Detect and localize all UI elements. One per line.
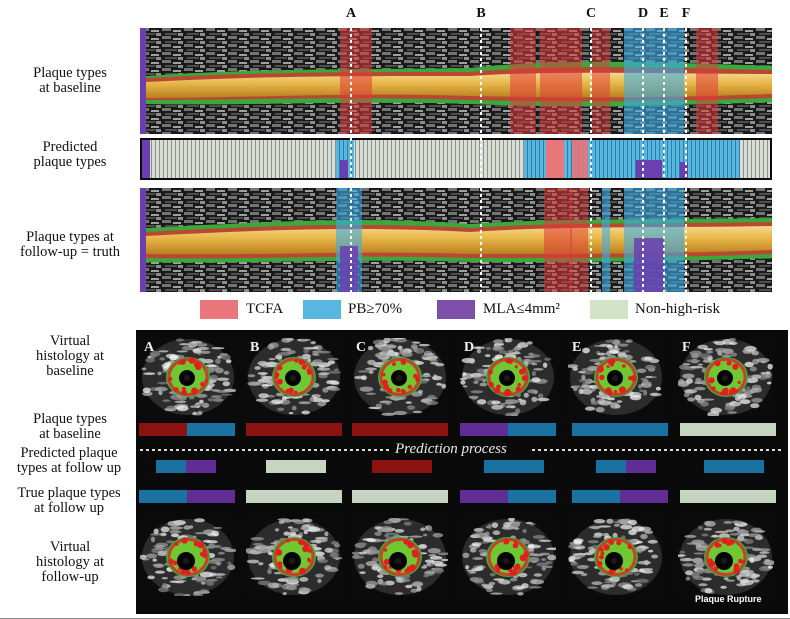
legend-nonhigh-swatch — [590, 300, 628, 319]
ivus-followup-image — [140, 518, 236, 596]
prediction-process-label: Prediction process — [395, 441, 507, 457]
label-pred-followup: Predicted plaque types at follow up — [2, 446, 136, 476]
label-line: baseline — [46, 363, 94, 379]
label-line: Predicted — [42, 139, 98, 155]
label-vh-followup: Virtual histology at follow-up — [8, 540, 132, 585]
ivus-baseline-image: B — [246, 338, 342, 416]
followup-longitudinal-image — [140, 188, 772, 292]
plaque-type-bar-pb — [187, 423, 235, 436]
plaque-type-bar-non-high-risk — [266, 460, 326, 473]
marker-letter-d: D — [637, 6, 649, 21]
label-predicted-plaque-types: Predicted plaque types — [5, 140, 135, 170]
label-line: Virtual — [49, 539, 91, 555]
label-line: at baseline — [39, 426, 101, 442]
plaque-type-bar-pb — [156, 460, 186, 473]
legend-mla-label: MLA≤4mm² — [483, 301, 560, 317]
plaque-type-bar-tcfa — [246, 423, 342, 436]
plaque-rupture-label: Plaque Rupture — [695, 594, 762, 604]
plaque-type-bar-non-high-risk — [246, 490, 342, 503]
ivus-followup-image — [246, 518, 342, 596]
marker-letter-b: B — [476, 6, 486, 21]
plaque-type-bar-mla — [187, 490, 235, 503]
baseline-longitudinal-svg — [140, 28, 772, 134]
ivus-followup-image — [678, 518, 774, 596]
label-line: Virtual — [49, 333, 91, 349]
legend-nonhigh-label: Non-high-risk — [635, 301, 720, 317]
label-line: at follow up — [33, 500, 105, 516]
label-line: Plaque types at — [26, 229, 114, 245]
plaque-type-bar-tcfa — [372, 460, 432, 473]
plaque-type-bar-pb — [572, 490, 620, 503]
marker-letter-f: F — [681, 6, 691, 21]
ivus-letter: F — [682, 340, 691, 355]
label-vh-baseline: Virtual histology at baseline — [8, 334, 132, 379]
label-line: follow-up = truth — [20, 244, 120, 260]
plaque-type-bar-mla — [460, 490, 508, 503]
plaque-type-bar-mla — [626, 460, 656, 473]
ivus-baseline-image: D — [460, 338, 556, 416]
predicted-plaque-strip — [140, 138, 772, 180]
plaque-type-bar-non-high-risk — [680, 490, 776, 503]
plaque-type-bar-pb — [484, 460, 544, 473]
plaque-type-bar-mla — [620, 490, 668, 503]
plaque-type-bar-non-high-risk — [680, 423, 776, 436]
label-line: follow-up — [41, 569, 99, 585]
plaque-type-bar-pb — [596, 460, 626, 473]
label-plaque-types-baseline: Plaque types at baseline — [5, 66, 135, 96]
ivus-baseline-image: E — [568, 338, 664, 416]
ivus-followup-image — [460, 518, 556, 596]
label-line: types at follow up — [16, 460, 122, 476]
label-line: Predicted plaque — [20, 445, 118, 461]
plaque-type-bar-tcfa — [352, 423, 448, 436]
plaque-type-bar-mla — [460, 423, 508, 436]
plaque-type-bar-pb — [139, 490, 187, 503]
predicted-strip-svg — [140, 138, 772, 180]
label-pt-baseline: Plaque types at baseline — [8, 412, 132, 442]
ivus-baseline-image: A — [140, 338, 236, 416]
label-line: histology at — [35, 554, 105, 570]
plaque-type-bar-pb — [508, 490, 556, 503]
marker-letter-a: A — [345, 6, 357, 21]
label-line: True plaque types — [17, 485, 121, 501]
plaque-type-bar-mla — [186, 460, 216, 473]
label-line: Plaque types — [33, 65, 107, 81]
followup-longitudinal-svg — [140, 188, 772, 292]
ivus-letter: E — [572, 340, 582, 355]
plaque-type-bar-pb — [704, 460, 764, 473]
plaque-type-bar-tcfa — [139, 423, 187, 436]
legend-tcfa-label: TCFA — [246, 301, 284, 317]
plaque-type-bar-non-high-risk — [352, 490, 448, 503]
ivus-letter: B — [250, 340, 260, 355]
label-line: at baseline — [39, 80, 101, 96]
plaque-type-bar-pb — [508, 423, 556, 436]
ivus-followup-image — [568, 518, 664, 596]
legend-tcfa-swatch — [200, 300, 238, 319]
legend-pb-label: PB≥70% — [348, 301, 403, 317]
ivus-letter: A — [144, 340, 155, 355]
label-plaque-types-followup: Plaque types at follow-up = truth — [3, 230, 137, 260]
prediction-line-svg — [140, 449, 784, 451]
ivus-baseline-image: F — [678, 338, 774, 416]
label-line: Plaque types — [33, 411, 107, 427]
marker-letter-e: E — [659, 6, 669, 21]
label-line: histology at — [35, 348, 105, 364]
ivus-followup-image — [352, 518, 448, 596]
legend-mla-swatch — [437, 300, 475, 319]
ivus-letter: D — [464, 340, 475, 355]
baseline-longitudinal-image — [140, 28, 772, 134]
label-line: plaque types — [33, 154, 107, 170]
plaque-type-bar-pb — [572, 423, 668, 436]
label-true-followup: True plaque types at follow up — [2, 486, 136, 516]
ivus-baseline-image: C — [352, 338, 448, 416]
legend-pb-swatch — [303, 300, 341, 319]
marker-letter-c: C — [585, 6, 597, 21]
ivus-letter: C — [356, 340, 367, 355]
